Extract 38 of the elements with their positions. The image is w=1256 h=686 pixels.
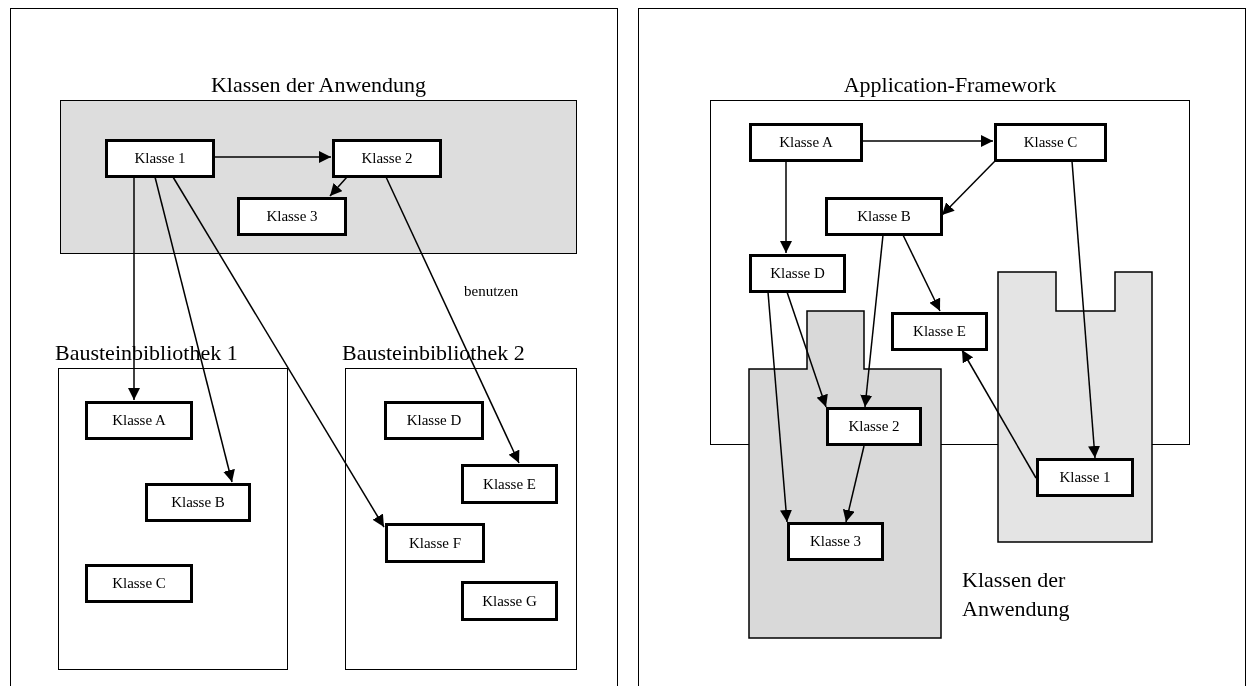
arrow xyxy=(860,234,884,408)
class-box: Klasse 2 xyxy=(332,139,442,178)
arrow xyxy=(786,291,828,408)
arrow xyxy=(1071,160,1101,459)
notched-panel xyxy=(998,272,1152,542)
arrow xyxy=(385,176,520,464)
arrow xyxy=(961,349,1037,479)
class-box: Klasse 1 xyxy=(1036,458,1134,497)
class-box: Klasse A xyxy=(749,123,863,162)
arrow xyxy=(780,160,792,254)
class-box: Klasse D xyxy=(749,254,846,293)
arrow xyxy=(941,160,996,216)
class-box: Klasse 1 xyxy=(105,139,215,178)
arrow xyxy=(154,176,235,483)
class-box: Klasse B xyxy=(825,197,943,236)
class-box: Klasse F xyxy=(385,523,485,563)
arrow xyxy=(902,234,941,312)
arrow xyxy=(842,445,865,523)
arrow xyxy=(767,291,792,523)
class-box: Klasse 3 xyxy=(787,522,884,561)
class-box: Klasse C xyxy=(994,123,1107,162)
class-box: Klasse A xyxy=(85,401,193,440)
group-title: Application-Framework xyxy=(843,72,1057,97)
arrow xyxy=(329,176,348,197)
class-box: Klasse D xyxy=(384,401,484,440)
arrow xyxy=(213,151,332,163)
class-box: Klasse 3 xyxy=(237,197,347,236)
class-box: Klasse E xyxy=(461,464,558,504)
arrow xyxy=(128,176,140,401)
class-box: Klasse 2 xyxy=(826,407,922,446)
class-box: Klasse B xyxy=(145,483,251,522)
text-label: Klassen der Anwendung xyxy=(962,566,1071,623)
class-box: Klasse E xyxy=(891,312,988,351)
group-title: Klassen der Anwendung xyxy=(210,72,427,97)
class-box: Klasse G xyxy=(461,581,558,621)
arrow xyxy=(172,176,385,528)
arrow xyxy=(861,135,994,147)
class-box: Klasse C xyxy=(85,564,193,603)
